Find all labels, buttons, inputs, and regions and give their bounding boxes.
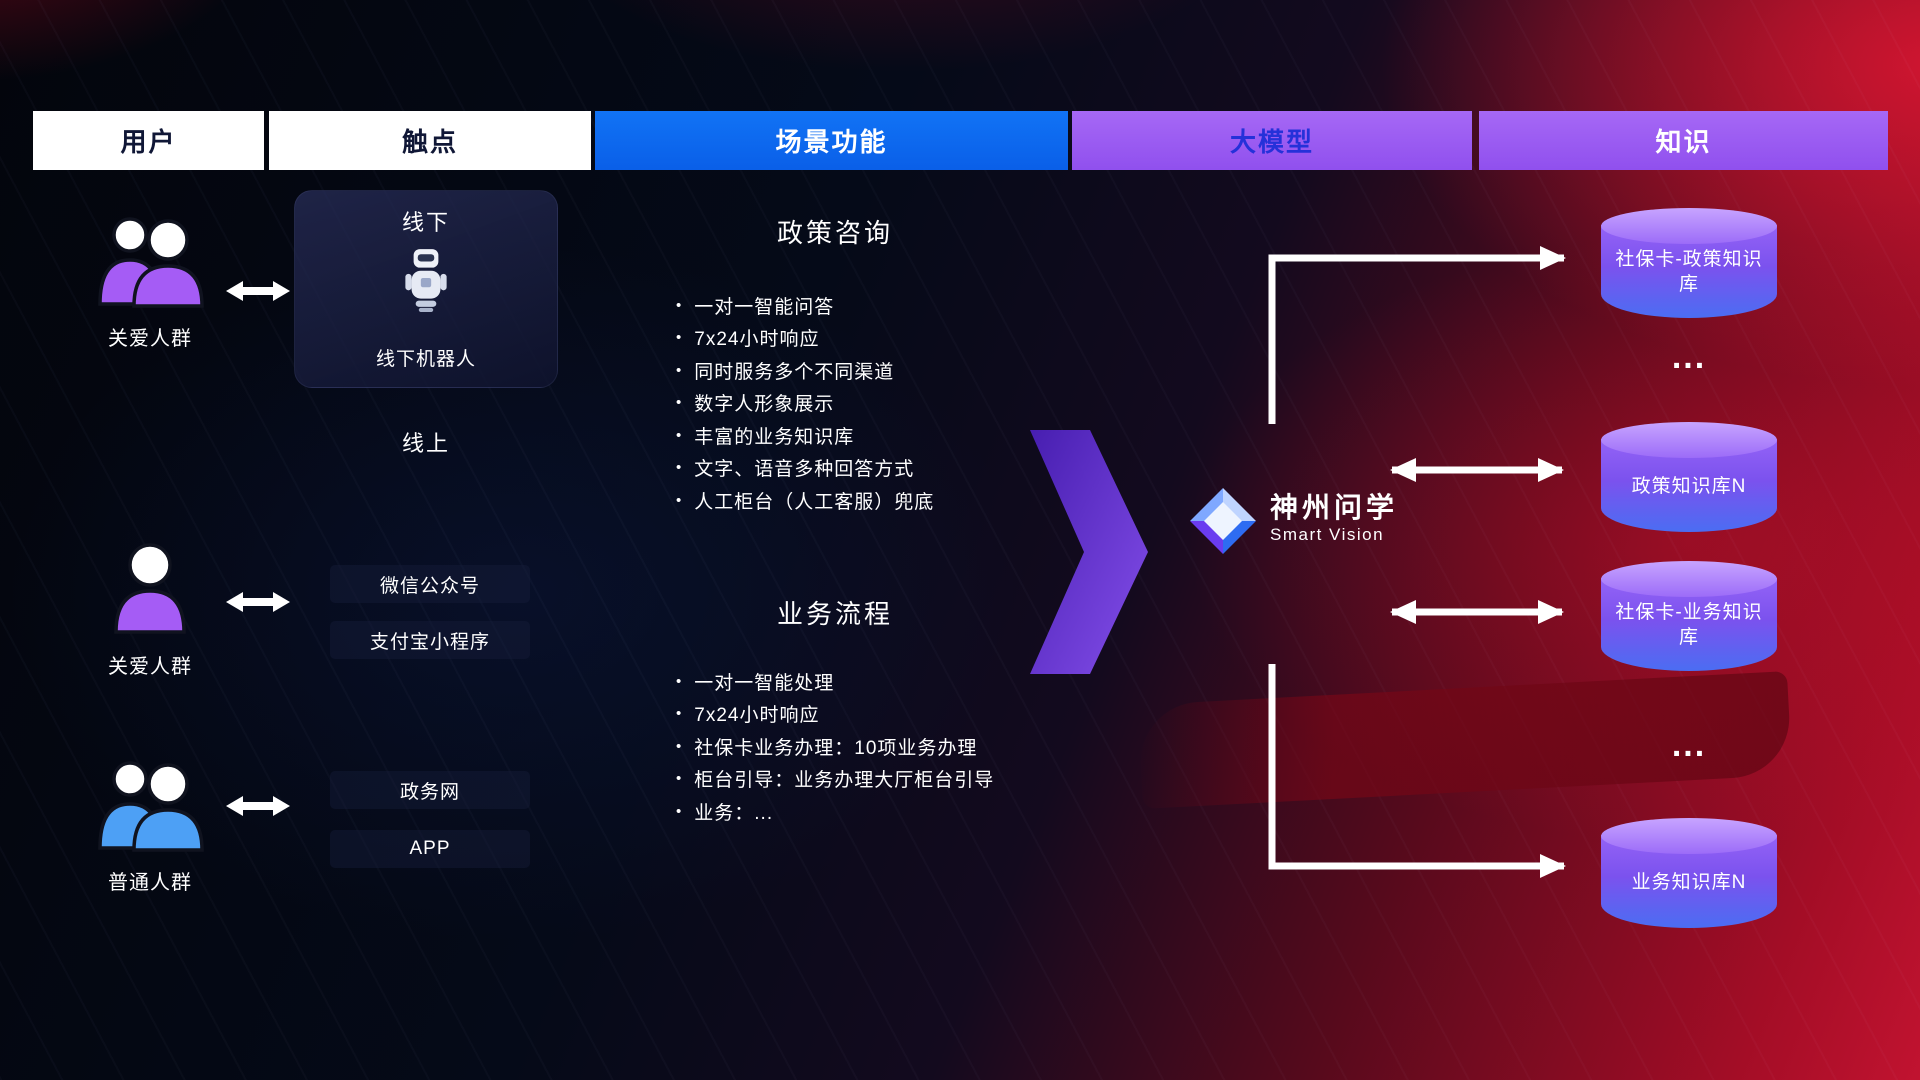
touchpoint-alipay: 支付宝小程序 bbox=[330, 621, 530, 659]
list-item: 7x24小时响应 bbox=[676, 698, 994, 731]
double-arrow-icon bbox=[226, 281, 290, 301]
model-logo-text: 神州问学 Smart Vision bbox=[1270, 492, 1398, 546]
knowledge-db-label: 业务知识库N bbox=[1631, 871, 1747, 893]
scenario-policy-list: 一对一智能问答 7x24小时响应 同时服务多个不同渠道 数字人形象展示 丰富的业… bbox=[676, 289, 934, 517]
touchpoint-gov-web: 政务网 bbox=[330, 771, 530, 809]
list-item: 同时服务多个不同渠道 bbox=[676, 354, 934, 387]
knowledge-db-policy-card: 社保卡-政策知识库 bbox=[1601, 208, 1777, 318]
double-arrow-icon bbox=[226, 592, 290, 612]
user-group-label: 关爱人群 bbox=[108, 656, 192, 678]
column-header-touchpoint: 触点 bbox=[269, 111, 591, 170]
offline-title: 线下 bbox=[401, 210, 450, 235]
touchpoint-wechat: 微信公众号 bbox=[330, 565, 530, 603]
list-item: 一对一智能问答 bbox=[676, 289, 934, 322]
list-item: 人工柜台（人工客服）兜底 bbox=[676, 484, 934, 517]
cylinder-top bbox=[1601, 208, 1777, 244]
list-item: 文字、语音多种回答方式 bbox=[676, 452, 934, 485]
robot-icon bbox=[405, 249, 447, 312]
knowledge-db-policy-n: 政策知识库N bbox=[1601, 422, 1777, 532]
users-group-icon bbox=[98, 761, 204, 852]
column-header-knowledge: 知识 bbox=[1479, 111, 1888, 170]
list-item: 柜台引导：业务办理大厅柜台引导 bbox=[676, 763, 994, 796]
double-arrow-icon bbox=[226, 796, 290, 816]
online-title: 线上 bbox=[401, 431, 450, 456]
knowledge-db-business-card: 社保卡-业务知识库 bbox=[1601, 561, 1777, 671]
user-group-care-2: 关爱人群 bbox=[70, 540, 230, 679]
column-header-model: 大模型 bbox=[1072, 111, 1472, 170]
scenario-title-business: 业务流程 bbox=[776, 599, 893, 629]
user-group-label: 关爱人群 bbox=[108, 328, 192, 350]
user-group-care-1: 关爱人群 bbox=[70, 212, 230, 351]
users-group-icon bbox=[98, 217, 204, 308]
cylinder-top bbox=[1601, 818, 1777, 854]
column-header-scenario: 场景功能 bbox=[595, 111, 1068, 170]
list-item: 数字人形象展示 bbox=[676, 387, 934, 420]
list-item: 业务：... bbox=[676, 795, 994, 828]
list-item: 7x24小时响应 bbox=[676, 322, 934, 355]
knowledge-db-label: 社保卡-政策知识库 bbox=[1615, 249, 1763, 295]
offline-robot-panel: 线下 线下机器人 bbox=[294, 190, 558, 388]
cylinder-top bbox=[1601, 422, 1777, 458]
offline-robot-label: 线下机器人 bbox=[375, 349, 476, 370]
list-item: 社保卡业务办理：10项业务办理 bbox=[676, 730, 994, 763]
list-item: 一对一智能处理 bbox=[676, 665, 994, 698]
ellipsis-more-business: ... bbox=[1671, 726, 1707, 764]
ellipsis-more-policy: ... bbox=[1671, 338, 1707, 376]
diamond-gem-icon bbox=[1190, 488, 1256, 554]
knowledge-db-label: 政策知识库N bbox=[1631, 475, 1747, 497]
knowledge-db-label: 社保卡-业务知识库 bbox=[1615, 602, 1763, 648]
scenario-business-list: 一对一智能处理 7x24小时响应 社保卡业务办理：10项业务办理 柜台引导：业务… bbox=[676, 665, 994, 828]
scenario-title-policy: 政策咨询 bbox=[776, 218, 893, 248]
user-group-label: 普通人群 bbox=[108, 872, 192, 894]
cylinder-top bbox=[1601, 561, 1777, 597]
model-name: 神州问学 bbox=[1270, 492, 1399, 523]
user-group-general: 普通人群 bbox=[70, 756, 230, 895]
touchpoint-app: APP bbox=[330, 830, 530, 868]
column-header-user: 用户 bbox=[33, 111, 264, 170]
model-subtitle: Smart Vision bbox=[1270, 525, 1385, 544]
knowledge-db-business-n: 业务知识库N bbox=[1601, 818, 1777, 928]
list-item: 丰富的业务知识库 bbox=[676, 419, 934, 452]
user-single-icon bbox=[114, 543, 186, 634]
flow-arrow-icon bbox=[1030, 430, 1148, 674]
